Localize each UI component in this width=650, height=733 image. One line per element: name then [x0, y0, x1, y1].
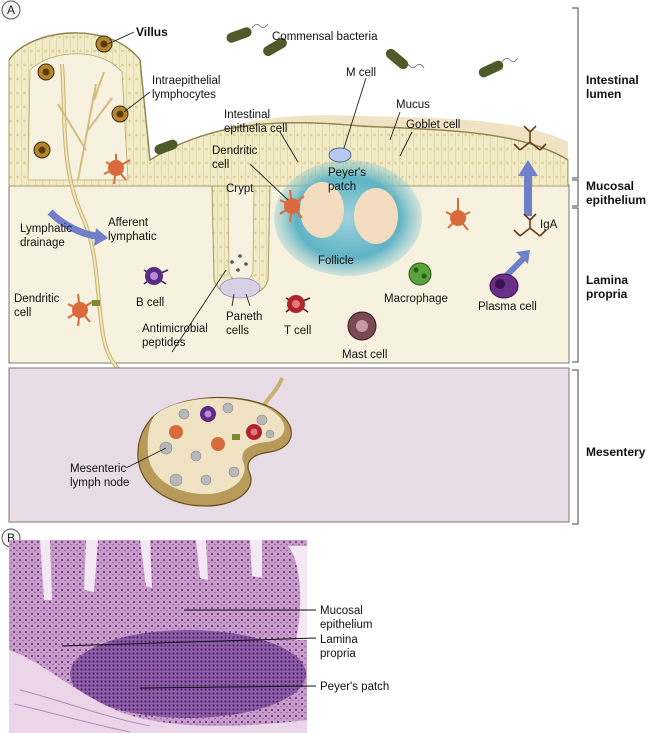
histo-label-mucosal-line1: Mucosal [320, 605, 363, 617]
paneth-cells [219, 277, 261, 299]
label-dc-left-line1: Dendritic [14, 293, 60, 305]
label-mln-line2: lymph node [70, 477, 129, 489]
label-iec-line2: epithelia cell [224, 123, 287, 135]
iga-molecule-lumen [513, 125, 547, 151]
histo-label-peyers: Peyer's patch [320, 681, 389, 693]
label-paneth-line2: cells [226, 325, 249, 337]
label-plasma-cell: Plasma cell [478, 301, 537, 313]
histology-leader-lines [61, 609, 317, 689]
label-antimicrobial-line1: Antimicrobial [142, 323, 208, 335]
label-commensal-bacteria: Commensal bacteria [272, 31, 378, 43]
label-mast-cell: Mast cell [342, 349, 387, 361]
mesentery-area [8, 367, 570, 523]
panel-b-label: B [7, 531, 15, 545]
label-antimicrobial-line2: peptides [142, 337, 186, 349]
label-dc-top-line1: Dendritic [212, 145, 258, 157]
label-dc-left-line2: cell [14, 307, 31, 319]
region-lamina-line2: propria [586, 287, 628, 301]
histo-label-lamina-line2: propria [320, 648, 356, 660]
region-lumen-line1: Intestinal [586, 73, 639, 87]
follicle-left [300, 182, 344, 238]
histology-micrograph [9, 540, 307, 733]
region-epithelium-line1: Mucosal [586, 179, 634, 193]
label-lymph-drain-line2: drainage [20, 237, 65, 249]
label-iec-line1: Intestinal [224, 109, 270, 121]
label-afferent-line2: lymphatic [108, 231, 157, 243]
label-afferent-line1: Afferent [108, 217, 149, 229]
label-dc-top-line2: cell [212, 159, 229, 171]
region-brackets [572, 7, 579, 525]
label-m-cell: M cell [346, 67, 376, 79]
t-cell [285, 295, 311, 313]
b-cell [143, 267, 169, 285]
dendritic-cell-lamina-right [445, 198, 471, 231]
label-peyers-line2: patch [328, 181, 356, 193]
label-follicle: Follicle [318, 255, 354, 267]
panel-a-badge [1, 0, 21, 20]
iga-molecule-lamina [513, 213, 547, 237]
region-epithelium-line2: epithelium [586, 193, 646, 207]
label-iel-line1: Intraepithelial [152, 75, 220, 87]
dendritic-cell-crypt [279, 189, 305, 223]
histo-label-lamina-line1: Lamina [320, 634, 358, 646]
label-t-cell: T cell [284, 325, 311, 337]
dendritic-cell-villus [103, 154, 131, 185]
label-goblet-cell: Goblet cell [406, 119, 460, 131]
label-villus: Villus [136, 25, 168, 39]
label-peyers-line1: Peyer's [328, 167, 366, 179]
label-paneth-line1: Paneth [226, 311, 262, 323]
region-lamina-line1: Lamina [586, 273, 628, 287]
follicle-right [354, 188, 398, 244]
plasma-arrow [503, 255, 527, 279]
mln-cells [169, 406, 262, 451]
macrophage [408, 262, 432, 286]
label-mln-line1: Mesenteric [70, 463, 126, 475]
villus-core [27, 53, 129, 181]
m-cell [328, 147, 352, 163]
label-crypt: Crypt [226, 183, 254, 195]
commensal-bacteria [154, 23, 519, 155]
histo-label-mucosal-line2: epithelium [320, 619, 372, 631]
leader-lines [107, 31, 413, 469]
region-lumen-line2: lumen [586, 87, 621, 101]
panel-a-label: A [7, 3, 15, 17]
label-mucus: Mucus [396, 99, 430, 111]
region-mesentery: Mesentery [586, 445, 646, 459]
label-macrophage: Macrophage [384, 293, 448, 305]
label-iga: IgA [540, 219, 558, 231]
label-b-cell: B cell [136, 297, 164, 309]
dendritic-cell-left [67, 293, 100, 327]
label-iel-line2: lymphocytes [152, 89, 216, 101]
lymphatic-drainage-arrow [47, 209, 97, 240]
label-lymph-drain-line1: Lymphatic [20, 223, 72, 235]
